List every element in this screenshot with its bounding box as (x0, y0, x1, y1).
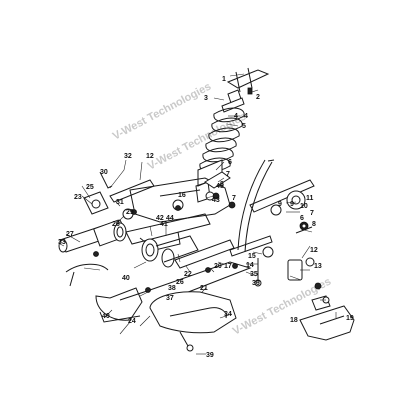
watermark-text-2: V-West Technologies (146, 111, 248, 173)
callout-25: 25 (86, 184, 94, 191)
callout-3: 3 (204, 95, 208, 102)
main-cross-shaft (58, 213, 211, 253)
callout-28: 28 (112, 221, 120, 228)
callout-labels: 1 2 3 4 5 6 7 8 9 10 11 7 8 12 13 14 15 … (58, 76, 354, 359)
callout-21: 21 (200, 285, 208, 292)
callout-13: 13 (314, 263, 322, 270)
hardware-nuts (93, 192, 322, 293)
callout-22: 22 (184, 271, 192, 278)
callout-38: 38 (168, 285, 176, 292)
callout-16: 16 (178, 192, 186, 199)
callout-8: 8 (220, 181, 224, 188)
callout-43: 43 (212, 197, 220, 204)
callout-18: 18 (290, 317, 298, 324)
rear-idler-axle (249, 179, 315, 234)
center-hub (141, 235, 235, 269)
shock-absorber (195, 89, 245, 203)
callout-14: 14 (246, 262, 254, 269)
callout-33: 33 (58, 239, 66, 246)
callout-6: 6 (228, 159, 232, 166)
callout-1: 1 (222, 76, 226, 83)
upper-mount-bracket (226, 67, 270, 95)
callout-30: 30 (100, 169, 108, 176)
callout-37: 37 (166, 295, 174, 302)
callout-4: 4 (244, 113, 248, 120)
callout-12b: 12 (146, 153, 154, 160)
callout-42: 42 (156, 215, 164, 222)
rear-lower-bracket (299, 295, 355, 341)
callout-17: 17 (224, 263, 232, 270)
callout-23: 23 (74, 194, 82, 201)
callout-7: 7 (226, 171, 230, 178)
callout-36: 36 (252, 280, 260, 287)
callout-41: 41 (160, 221, 168, 228)
callout-4b: 4 (234, 113, 238, 120)
callout-40b: 40 (102, 313, 110, 320)
callout-15: 15 (248, 253, 256, 260)
callout-40: 40 (122, 275, 130, 282)
callout-27: 27 (66, 231, 74, 238)
callout-8b: 8 (312, 221, 316, 228)
callout-11: 11 (306, 195, 314, 202)
callout-6b: 6 (300, 215, 304, 222)
left-pivot-assembly (83, 171, 155, 220)
callout-44: 44 (166, 215, 174, 222)
callout-10: 10 (300, 203, 308, 210)
callout-7b: 7 (310, 210, 314, 217)
callout-39: 39 (206, 352, 214, 359)
callout-34: 34 (224, 311, 232, 318)
callout-9: 9 (278, 201, 282, 208)
right-lower-fasteners (229, 235, 315, 287)
callout-35: 35 (250, 271, 258, 278)
callout-19: 19 (346, 315, 354, 322)
callout-2: 2 (256, 94, 260, 101)
callout-29: 29 (126, 209, 134, 216)
callout-24: 24 (128, 318, 136, 325)
left-foot-bracket (65, 263, 143, 323)
callout-5: 5 (242, 123, 246, 130)
callout-32: 32 (124, 153, 132, 160)
callout-20: 20 (214, 263, 222, 270)
callout-9b: 9 (290, 201, 294, 208)
callout-45: 45 (216, 183, 224, 190)
callout-7c: 7 (232, 195, 236, 202)
callout-12: 12 (310, 247, 318, 254)
leader-lines (59, 73, 337, 355)
callout-26: 26 (176, 279, 184, 286)
callout-31: 31 (116, 199, 124, 206)
